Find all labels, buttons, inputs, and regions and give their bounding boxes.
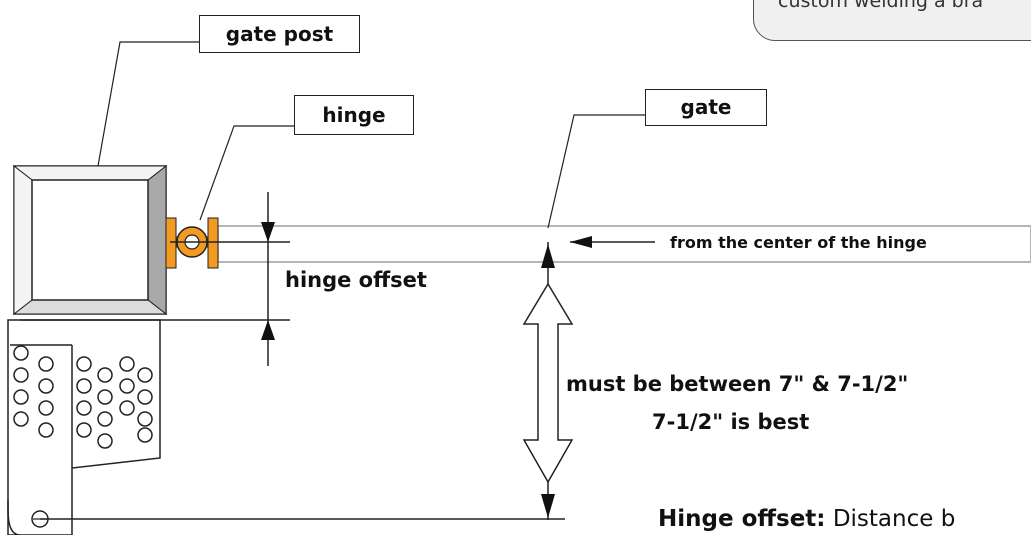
welding-tip-box: custom welding a bra: [753, 0, 1031, 41]
definition-text: Distance b: [832, 506, 956, 532]
gate-post-label: gate post: [199, 15, 360, 53]
hinge-graphic: [165, 217, 219, 269]
height-range-note: must be between 7" & 7-1/2": [566, 372, 909, 396]
gate-height-dimension: [522, 242, 574, 520]
from-center-arrow: [570, 236, 655, 248]
gate-rail: [217, 225, 1031, 263]
mounting-bracket: [7, 319, 161, 535]
from-center-note: from the center of the hinge: [670, 233, 927, 252]
gate-label: gate: [645, 89, 767, 126]
bracket-holes: [13, 345, 153, 528]
gate-post: [12, 164, 168, 316]
leader-lines: [97, 41, 645, 229]
definition-term: Hinge offset:: [658, 506, 826, 532]
hinge-label: hinge: [294, 95, 414, 135]
best-height-note: 7-1/2" is best: [652, 410, 810, 434]
hinge-offset-dimension: [20, 192, 290, 366]
hinge-offset-note: hinge offset: [285, 268, 427, 292]
hinge-offset-definition: Hinge offset: Distance b: [658, 506, 955, 532]
